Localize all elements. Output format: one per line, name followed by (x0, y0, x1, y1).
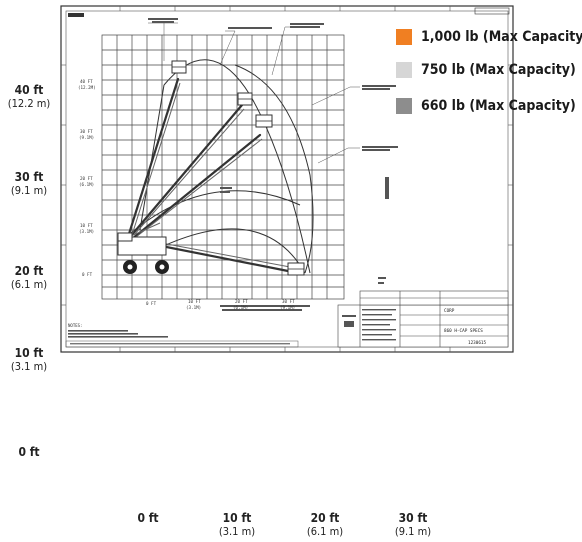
y-label-ft: 30 ft (14, 170, 44, 184)
x-label-ft: 30 ft (398, 511, 428, 525)
y-axis-label-30ft: 30 ft (9.1 m) (0, 170, 58, 198)
x-label-m: (6.1 m) (306, 525, 344, 538)
machine-chassis (117, 232, 169, 274)
y-label-ft: 10 ft (14, 346, 44, 360)
x-axis-label-10ft: 10 ft (3.1 m) (207, 511, 267, 539)
y-label-m: (9.1 m) (10, 184, 48, 197)
x-axis-label-20ft: 20 ft (6.1 m) (295, 511, 355, 539)
y-label-m: (12.2 m) (7, 97, 51, 110)
x-label-ft: 10 ft (222, 511, 252, 525)
x-label-ft: 20 ft (310, 511, 340, 525)
inner-xtick-10ft: 10 FT (188, 299, 201, 304)
inner-xtick-9m: (9.1M) (280, 305, 295, 310)
legend-swatch-light-gray (396, 62, 412, 78)
x-label-m: (3.1 m) (218, 525, 256, 538)
inner-tick-20ft: 20 FT (80, 176, 93, 181)
x-label-ft: 0 ft (137, 511, 159, 525)
inner-tick-6m: (6.1M) (79, 182, 94, 187)
inner-tick-10ft: 10 FT (80, 223, 93, 228)
inner-xtick-20ft: 20 FT (235, 299, 248, 304)
legend-swatch-dark-gray (396, 98, 412, 114)
notes-heading: NOTES: (68, 323, 82, 328)
y-label-m: (3.1 m) (10, 360, 48, 373)
legend-item-1000lb: 1,000 lb (Max Capacity) (396, 28, 582, 46)
y-axis-label-20ft: 20 ft (6.1 m) (0, 264, 58, 292)
title-block-part-number: 1230615 (468, 340, 487, 346)
legend-item-660lb: 660 lb (Max Capacity) (396, 97, 576, 115)
inner-tick-12m: (12.2M) (78, 85, 96, 90)
legend-label: 660 lb (Max Capacity) (421, 98, 576, 114)
inner-tick-9m: (9.1M) (79, 135, 94, 140)
y-axis-label-10ft: 10 ft (3.1 m) (0, 346, 58, 374)
inner-tick-40ft: 40 FT (80, 79, 93, 84)
y-axis-label-0ft: 0 ft (0, 446, 58, 459)
title-block-company: CORP (444, 308, 455, 314)
legend-label: 750 lb (Max Capacity) (421, 62, 576, 78)
title-block-title: 860 H-CAP SPECS (444, 328, 483, 334)
work-envelope-drawing: 40 FT (12.2M) 30 FT (9.1M) 20 FT (6.1M) … (60, 5, 514, 353)
legend-label: 1,000 lb (Max Capacity) (421, 29, 582, 45)
y-label-ft: 20 ft (14, 264, 44, 278)
y-label-m: (6.1 m) (10, 278, 48, 291)
inner-xtick-0ft: 0 FT (146, 301, 157, 306)
x-axis-label-30ft: 30 ft (9.1 m) (383, 511, 443, 539)
inner-xtick-30ft: 30 FT (282, 299, 295, 304)
y-axis-label-40ft: 40 ft (12.2 m) (0, 83, 58, 111)
legend-item-750lb: 750 lb (Max Capacity) (396, 61, 576, 79)
x-label-m: (9.1 m) (394, 525, 432, 538)
y-label-ft: 0 ft (18, 445, 40, 459)
inner-xtick-3m: (3.1M) (186, 305, 201, 310)
inner-tick-0ft: 0 FT (82, 272, 93, 277)
legend-swatch-orange (396, 29, 412, 45)
inner-tick-3m: (3.1M) (79, 229, 94, 234)
inner-tick-30ft: 30 FT (80, 129, 93, 134)
inner-xtick-6m: (6.1M) (233, 305, 248, 310)
y-label-ft: 40 ft (14, 83, 44, 97)
x-axis-label-0ft: 0 ft (118, 512, 178, 525)
